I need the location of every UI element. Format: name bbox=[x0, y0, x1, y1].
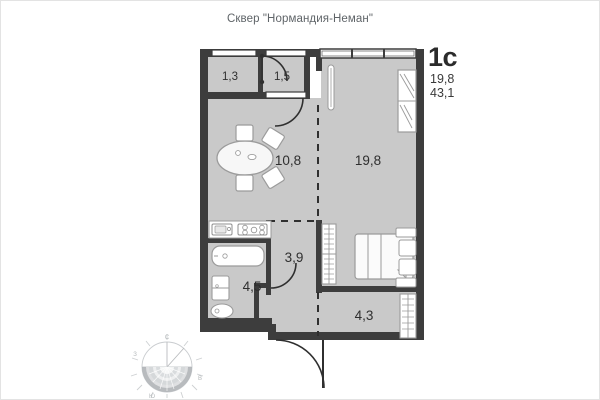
kitchen-counter bbox=[208, 220, 272, 239]
kitchen-sink bbox=[211, 223, 233, 236]
room-label-wc: 1,3 bbox=[222, 71, 238, 83]
bathtub bbox=[211, 245, 265, 267]
room-labels: 1,3 1,5 10,8 19,8 3,9 4,5 4,3 bbox=[222, 71, 381, 323]
zone-divider-dashed bbox=[268, 105, 319, 336]
compass-east-label: В bbox=[198, 376, 202, 382]
wardrobe bbox=[397, 69, 417, 133]
compass-north-label: С bbox=[165, 335, 170, 341]
toilet bbox=[210, 303, 234, 319]
room-label-corridor: 3,9 bbox=[285, 250, 304, 265]
apartment-type-code: 1с bbox=[428, 42, 458, 72]
room-fills bbox=[208, 57, 422, 340]
living-area-value: 19,8 bbox=[430, 72, 455, 86]
furniture bbox=[208, 64, 417, 339]
shelving-unit-corridor bbox=[321, 223, 337, 285]
room-label-loggia: 4,3 bbox=[355, 308, 374, 323]
room-label-bathroom: 4,5 bbox=[243, 279, 262, 294]
room-label-kitchen: 10,8 bbox=[275, 153, 301, 168]
door-hinges bbox=[259, 53, 265, 85]
apartment-summary: 1с 19,8 43,1 bbox=[428, 42, 498, 101]
compass-west-label: З bbox=[133, 352, 137, 358]
dining-chairs bbox=[235, 124, 285, 192]
windows bbox=[211, 48, 417, 99]
room-label-living: 19,8 bbox=[355, 153, 381, 168]
kitchen-hob bbox=[237, 223, 268, 236]
walls bbox=[200, 49, 424, 340]
nightstands bbox=[395, 227, 417, 288]
bathroom-vanity bbox=[211, 275, 230, 301]
page-title: Сквер "Нормандия-Неман" bbox=[226, 13, 374, 25]
compass-south-label: Ю bbox=[149, 394, 155, 398]
door-swings bbox=[261, 55, 325, 389]
compass-rose: С З В Ю bbox=[130, 334, 204, 398]
dining-table bbox=[216, 140, 274, 176]
room-label-entry: 1,5 bbox=[274, 71, 290, 83]
shelving-unit-loggia bbox=[399, 293, 417, 339]
total-area-value: 43,1 bbox=[430, 86, 455, 100]
radiator bbox=[327, 64, 335, 111]
